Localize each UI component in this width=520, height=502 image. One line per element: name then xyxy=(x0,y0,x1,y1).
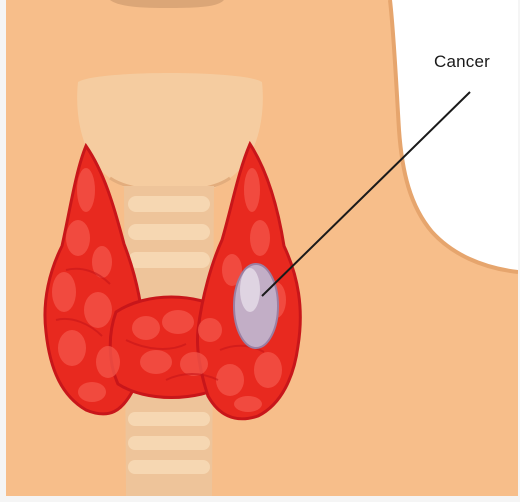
tumor-highlight xyxy=(240,268,260,312)
cancer-label: Cancer xyxy=(434,52,518,72)
thyroid-illustration xyxy=(6,0,518,496)
